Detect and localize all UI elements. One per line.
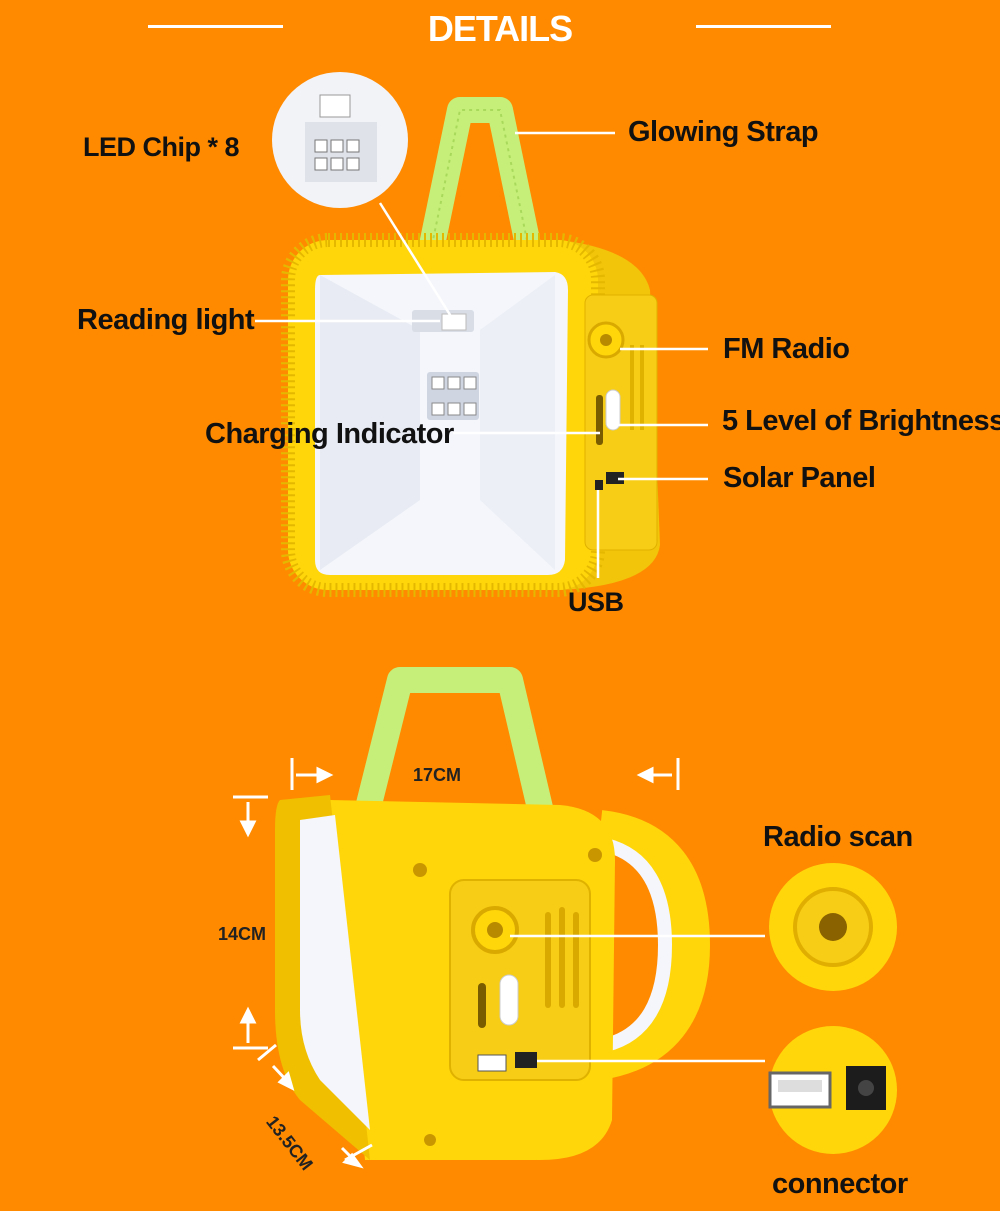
title-rule-left [148, 25, 283, 28]
top-callout-lines [255, 131, 708, 578]
radio-scan-zoom [769, 863, 897, 991]
glowing-strap-label: Glowing Strap [628, 116, 819, 148]
bottom-callout-lines [510, 934, 765, 1063]
brightness-label: 5 Level of Brightness [722, 405, 1000, 437]
dimension-marks [233, 758, 680, 1169]
usb-label: USB [568, 587, 624, 617]
led-chip-label: LED Chip * 8 [83, 132, 240, 162]
connector-zoom [768, 1026, 897, 1154]
width-dimension: 17CM [413, 765, 462, 785]
led-chip-zoom [272, 72, 408, 208]
reading-light-label: Reading light [77, 304, 255, 336]
radio-scan-label: Radio scan [763, 821, 913, 853]
page-title: DETAILS [427, 8, 573, 49]
top-lantern [281, 97, 660, 597]
fm-radio-label: FM Radio [723, 333, 850, 365]
connector-label: connector [772, 1168, 908, 1200]
bottom-lantern [275, 667, 711, 1160]
height-dimension: 14CM [218, 924, 267, 944]
solar-panel-label: Solar Panel [723, 462, 876, 494]
charging-indicator-label: Charging Indicator [205, 418, 454, 450]
title-rule-right [696, 25, 831, 28]
